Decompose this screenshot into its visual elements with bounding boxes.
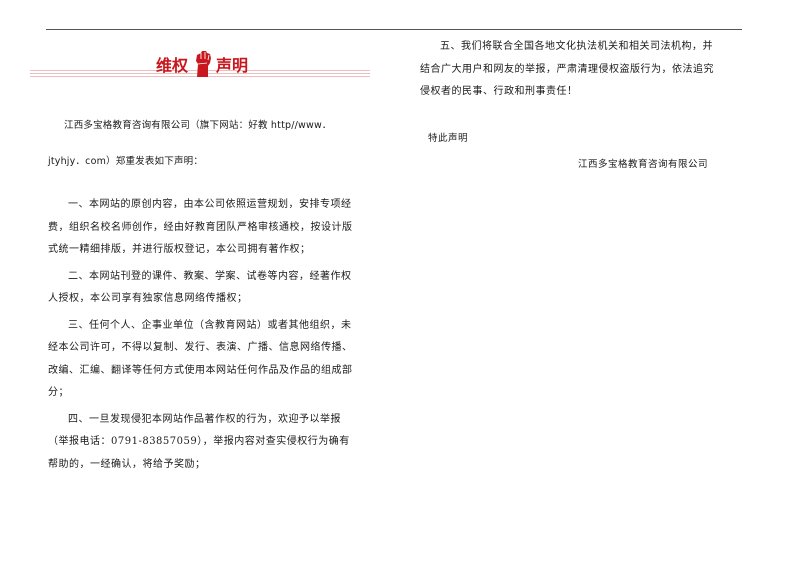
banner-title: 维权 声明 xyxy=(156,51,249,77)
special-statement: 特此声明 xyxy=(428,132,469,144)
rights-banner: 维权 声明 xyxy=(30,46,370,80)
top-rule xyxy=(46,29,742,30)
left-column: 江西多宝格教育咨询有限公司（旗下网站：好教 http//www．jtyhjy．c… xyxy=(48,108,360,480)
company-signature: 江西多宝格教育咨询有限公司 xyxy=(578,158,709,170)
declaration-lead: 江西多宝格教育咨询有限公司（旗下网站：好教 http//www．jtyhjy．c… xyxy=(48,120,332,167)
raised-fist-icon xyxy=(196,51,212,77)
clause-1: 一、本网站的原创内容，由本公司依照运营规划，安排专项经费，组织名校名师创作，经由… xyxy=(48,199,353,255)
clause-4: 四、一旦发现侵犯本网站作品著作权的行为，欢迎予以举报（举报电话：0791-838… xyxy=(48,413,350,470)
clause-5: 五、我们将联合全国各地文化执法机关和相关司法机构，并结合广大用户和网友的举报，严… xyxy=(420,41,714,97)
banner-title-part2: 声明 xyxy=(216,56,249,75)
banner-title-part1: 维权 xyxy=(156,56,189,75)
clause-2: 二、本网站刊登的课件、教案、学案、试卷等内容，经著作权人授权，本公司享有独家信息… xyxy=(48,270,352,305)
clause-3: 三、任何个人、企事业单位（含教育网站）或者其他组织，未经本公司许可，不得以复制、… xyxy=(48,319,353,399)
right-column: 五、我们将联合全国各地文化执法机关和相关司法机构，并结合广大用户和网友的举报，严… xyxy=(420,36,720,170)
